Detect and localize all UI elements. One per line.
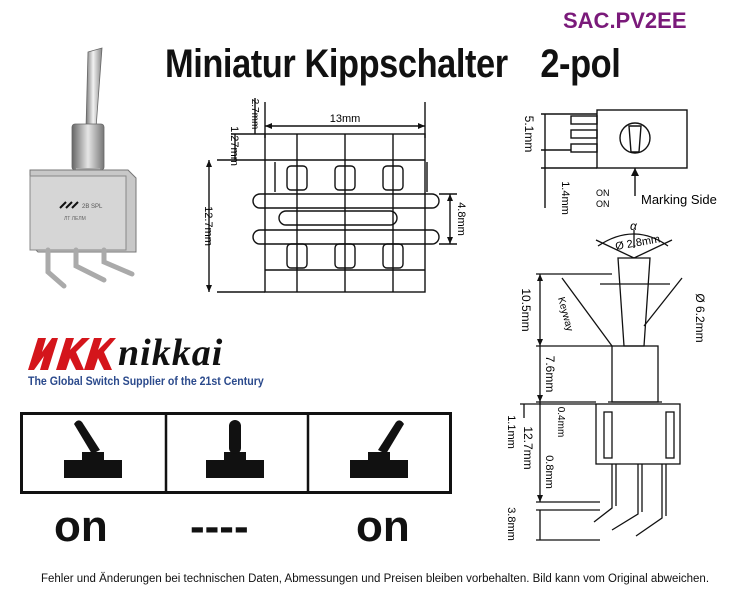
- dim-5-1: 5.1mm: [522, 116, 536, 153]
- dim-1-4: 1.4mm: [559, 181, 571, 215]
- dim-top: 2.7mm: [249, 99, 260, 130]
- svg-text:ЛТ ЛЕЛМ: ЛТ ЛЕЛМ: [64, 216, 86, 222]
- brand-name: nikkai: [118, 332, 224, 374]
- dim-0-8: 0.8mm: [543, 455, 555, 489]
- position-label-left: on: [54, 502, 108, 551]
- dim-height: 12.7mm: [202, 206, 214, 246]
- keyway-label: Keyway: [555, 296, 575, 333]
- title-poles: 2-pol: [540, 42, 621, 86]
- dim-width: 13mm: [330, 113, 361, 125]
- switch-positions-diagram: [20, 412, 452, 494]
- dim-dia-6-2: Ø 6.2mm: [693, 293, 707, 342]
- position-label-right: on: [356, 502, 410, 551]
- profile-dimension-drawing: α Ø 2.8mm Keyway Ø 6.2mm 10.5mm 7.6mm 1.…: [505, 219, 707, 541]
- dim-1-1: 1.1mm: [505, 415, 517, 449]
- dim-pin: 4.8mm: [455, 202, 467, 236]
- brand-tagline: The Global Switch Supplier of the 21st C…: [28, 376, 264, 388]
- dim-dia-2-8: Ø 2.8mm: [614, 233, 661, 253]
- title-text: Miniatur Kippschalter: [165, 42, 508, 86]
- dim-pitch: 1.27mm: [228, 126, 240, 166]
- disclaimer-footer: Fehler und Änderungen bei technischen Da…: [40, 573, 710, 585]
- front-dimension-drawing: 13mm 12.7mm 1.27mm 2.7mm 4.8mm: [202, 98, 467, 293]
- dim-7-6: 7.6mm: [543, 356, 557, 393]
- dim-12-7: 12.7mm: [521, 426, 535, 469]
- label-on-top: ON: [596, 188, 610, 198]
- nkk-logo: [28, 338, 116, 370]
- dim-3-8: 3.8mm: [505, 507, 517, 541]
- marking-side-label: Marking Side: [641, 192, 717, 207]
- position-label-center: ----: [190, 502, 249, 551]
- side-dimension-drawing: 5.1mm 1.4mm ON ON Marking Side: [522, 109, 717, 215]
- dim-0-4: 0.4mm: [555, 407, 566, 438]
- dim-10-5: 10.5mm: [519, 288, 533, 331]
- product-code: SAC.PV2EE: [563, 8, 687, 33]
- svg-text:2B SPL: 2B SPL: [82, 204, 103, 210]
- angle-label: α: [630, 219, 638, 233]
- page-title: Miniatur Kippschalter 2-pol: [165, 42, 621, 87]
- label-on-bottom: ON: [596, 199, 610, 209]
- switch-photo: 2B SPL ЛТ ЛЕЛМ: [29, 47, 137, 289]
